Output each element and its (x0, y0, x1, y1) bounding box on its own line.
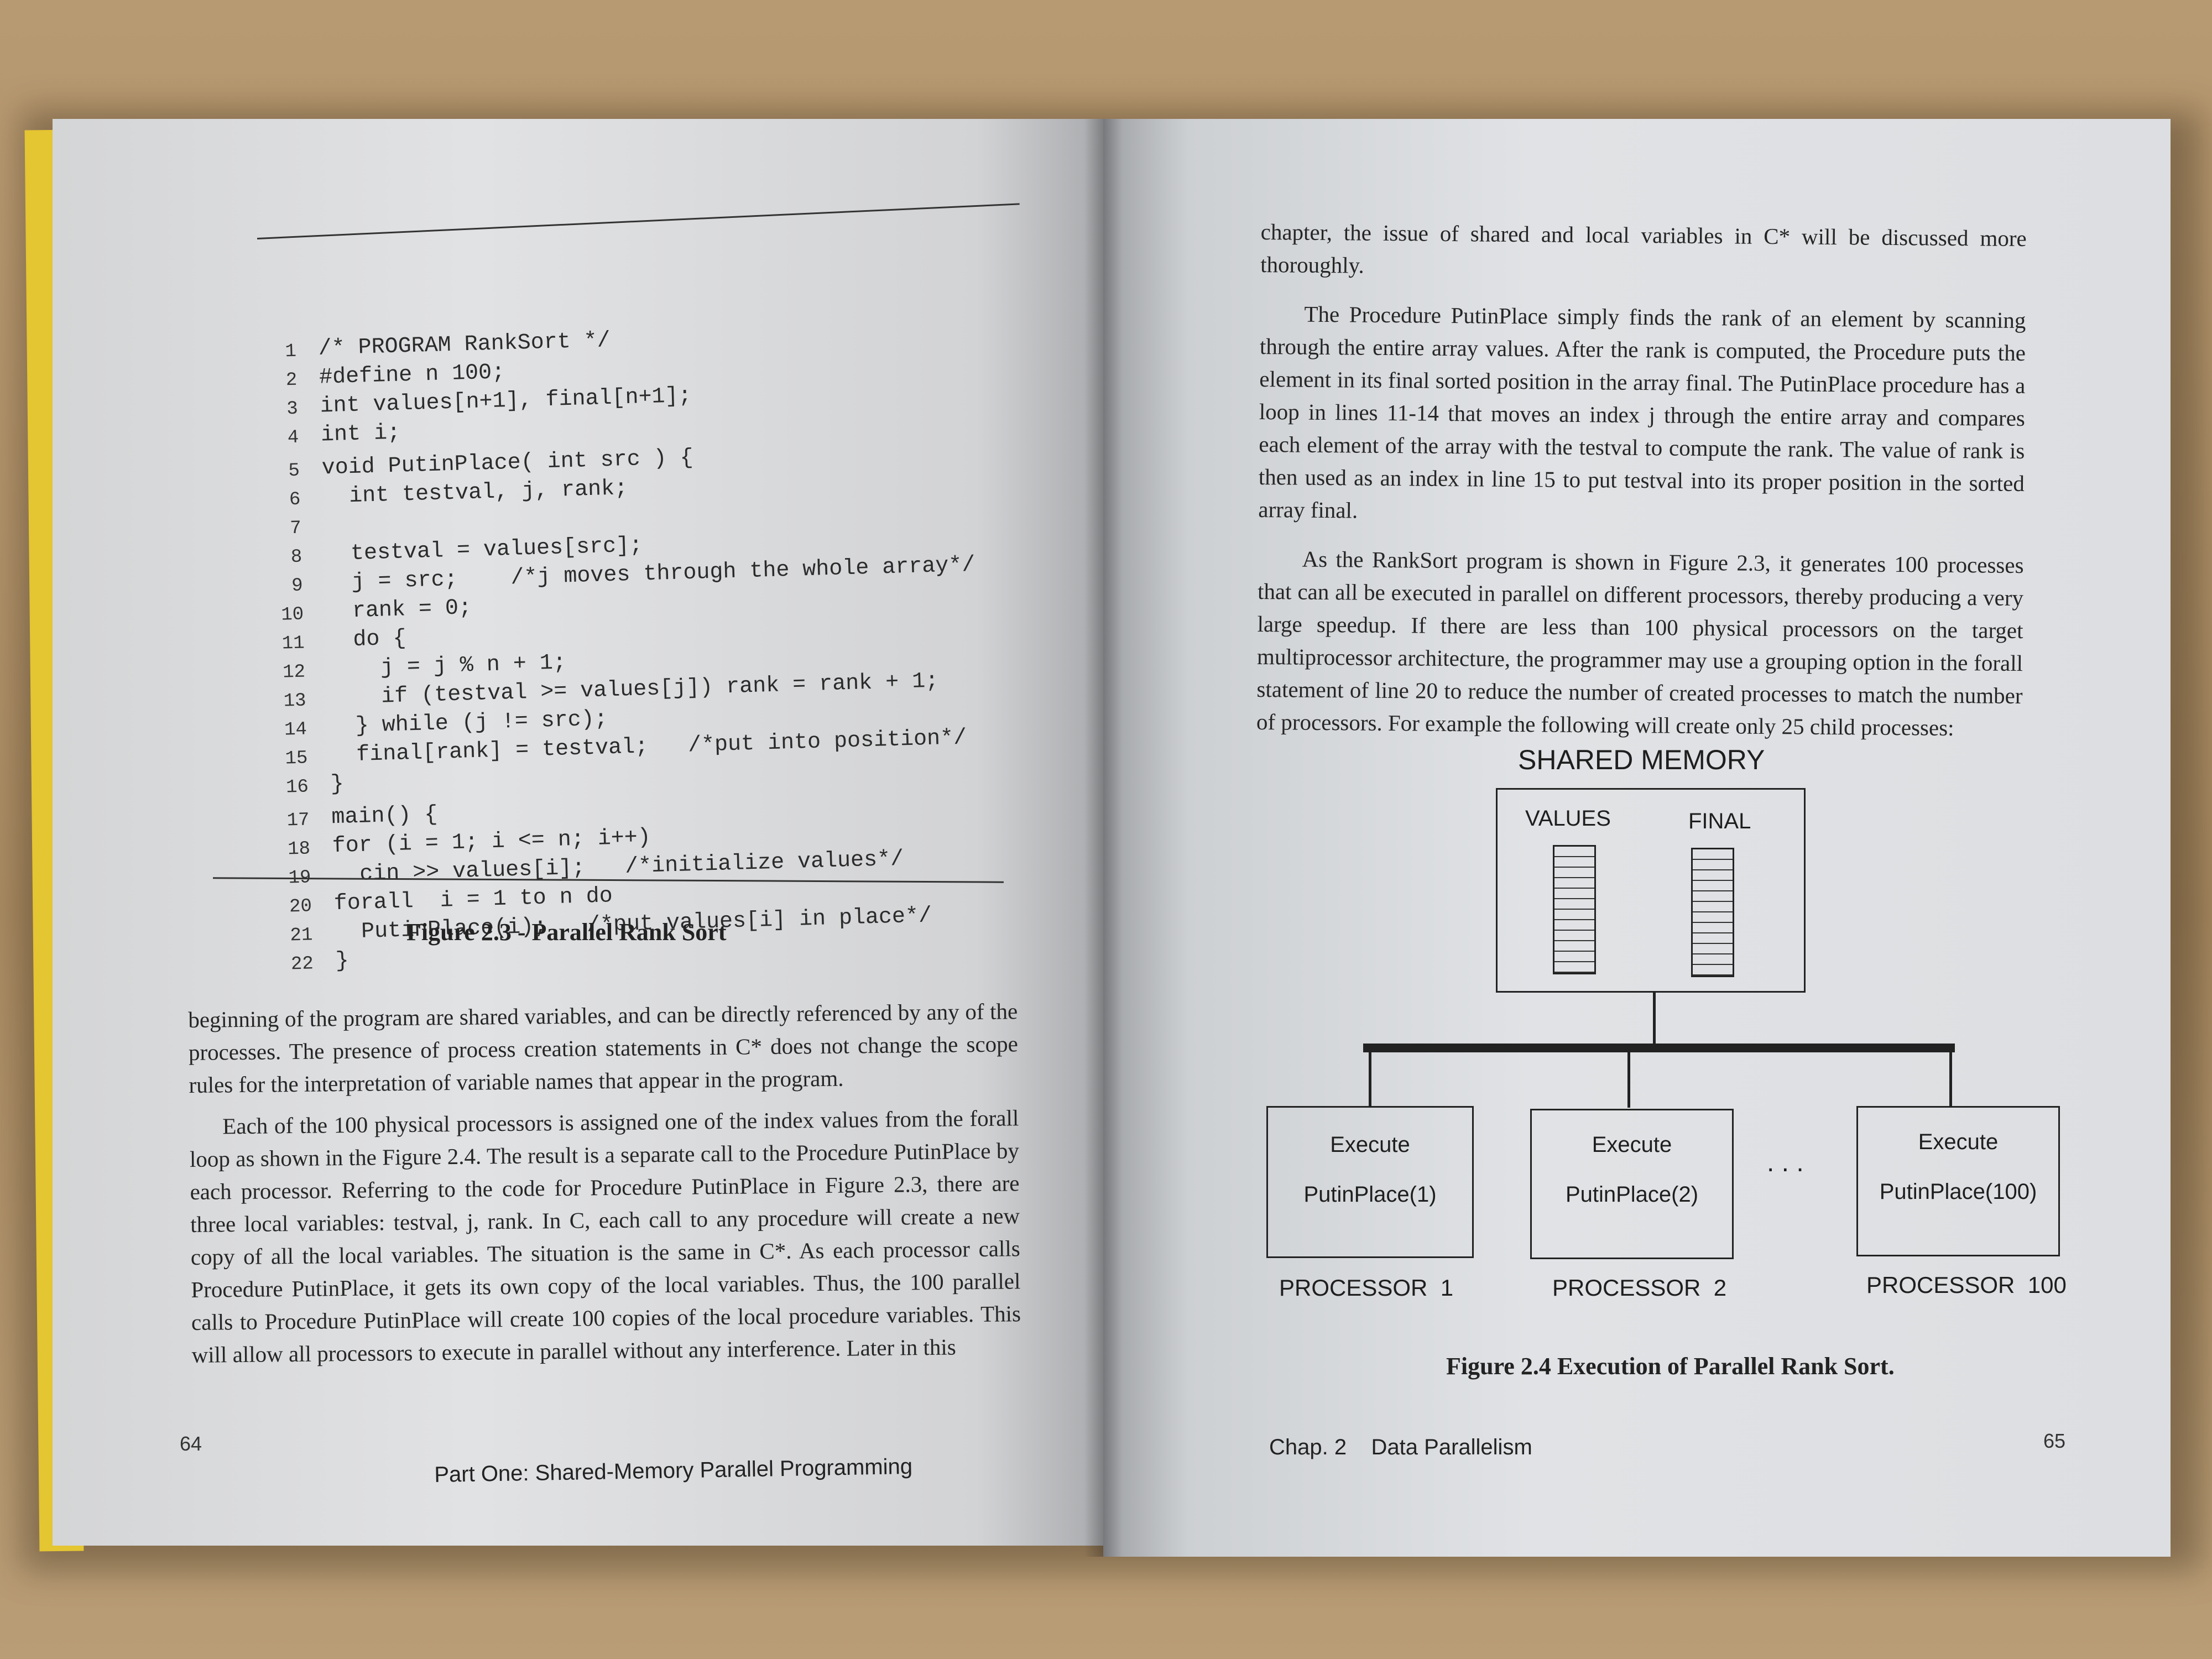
code-line-number: 10 (280, 604, 304, 626)
code-line-text: main() { (331, 802, 439, 831)
code-line-text: } (330, 771, 345, 797)
array-cell (1554, 931, 1594, 941)
processor-100-call: PutinPlace(100) (1879, 1180, 2037, 1204)
code-line-text: int i; (320, 420, 401, 448)
code-line-number: 9 (291, 575, 304, 597)
array-cell (1554, 941, 1594, 952)
processor-100-box: Execute PutinPlace(100) (1856, 1106, 2060, 1256)
figure-caption-2-4: Figure 2.4 Execution of Parallel Rank So… (1446, 1353, 1895, 1380)
book-gutter (1084, 119, 1123, 1557)
code-line-text: rank = 0; (325, 596, 472, 625)
right-page-footer: Chap. 2 Data Parallelism (1269, 1435, 1532, 1459)
array-cell (1693, 881, 1733, 891)
values-label: VALUES (1525, 806, 1611, 831)
shared-memory-diagram: SHARED MEMORY VALUES FINAL Execute Putin… (1103, 119, 2171, 1557)
code-line-number: 8 (290, 546, 302, 568)
processor-2-box: Execute PutinPlace(2) (1530, 1109, 1734, 1259)
code-line-number: 2 (285, 369, 298, 392)
bus-drop-1 (1369, 1052, 1371, 1108)
code-line-number: 18 (287, 838, 311, 860)
array-cell (1693, 891, 1733, 902)
array-cell (1554, 889, 1594, 899)
left-body-text: beginning of the program are shared vari… (188, 995, 1021, 1380)
left-paragraph-2: Each of the 100 physical processors is a… (189, 1105, 1021, 1368)
array-cell (1554, 952, 1594, 962)
final-label: FINAL (1688, 809, 1751, 833)
values-array-stack (1553, 845, 1596, 974)
code-line-number: 12 (282, 661, 306, 684)
listing-top-rule (257, 203, 1020, 239)
left-paragraph-1: beginning of the program are shared vari… (188, 998, 1019, 1098)
code-line-number: 16 (285, 776, 309, 799)
figure-caption-2-3: Figure 2.3 - Parallel Rank Sort (406, 919, 727, 946)
processor-1-box: Execute PutinPlace(1) (1266, 1106, 1474, 1258)
page-number-right: 65 (2043, 1430, 2066, 1452)
processor-100-execute: Execute (1918, 1130, 1999, 1154)
array-cell (1693, 933, 1733, 944)
array-cell (1554, 868, 1594, 878)
bus-drop-100 (1949, 1052, 1952, 1108)
code-line-number: 17 (286, 810, 310, 832)
code-line-number: 7 (289, 518, 302, 540)
array-cell (1554, 962, 1594, 973)
code-line-number: 14 (284, 719, 307, 741)
code-line-number: 11 (281, 633, 305, 655)
processor-1-call: PutinPlace(1) (1303, 1182, 1437, 1207)
code-line-number: 5 (288, 460, 300, 482)
array-cell (1693, 923, 1733, 933)
code-line-number: 1 (284, 341, 297, 363)
final-array-stack (1691, 848, 1734, 977)
array-cell (1693, 944, 1733, 954)
code-line-text: #define n 100; (319, 360, 505, 390)
processor-100-label: PROCESSOR 100 (1866, 1272, 2067, 1298)
array-cell (1554, 878, 1594, 889)
processor-1-label: PROCESSOR 1 (1279, 1275, 1454, 1301)
code-line-number: 13 (283, 690, 307, 712)
array-cell (1693, 860, 1733, 870)
left-page-footer: Part One: Shared-Memory Parallel Program… (434, 1454, 913, 1487)
shared-memory-title: SHARED MEMORY (1518, 744, 1765, 775)
processor-ellipsis: . . . (1767, 1148, 1804, 1177)
code-line-number: 3 (286, 398, 299, 420)
processor-1-execute: Execute (1330, 1133, 1410, 1157)
shared-bus (1363, 1044, 1955, 1052)
array-cell (1554, 920, 1594, 931)
processor-2-label: PROCESSOR 2 (1552, 1275, 1727, 1301)
array-cell (1693, 965, 1733, 975)
code-line-number: 22 (290, 953, 314, 975)
processor-2-execute: Execute (1592, 1133, 1672, 1157)
code-line-number: 6 (289, 489, 301, 511)
array-cell (1693, 954, 1733, 965)
memory-connector-line (1653, 993, 1656, 1048)
code-line-number: 21 (290, 925, 313, 947)
page-number-left: 64 (180, 1432, 202, 1455)
array-cell (1554, 857, 1594, 868)
bus-drop-2 (1627, 1052, 1630, 1108)
processor-2-call: PutinPlace(2) (1565, 1182, 1699, 1207)
right-page: chapter, the issue of shared and local v… (1103, 119, 2171, 1557)
array-cell (1693, 902, 1733, 912)
code-line-text: } (335, 948, 349, 974)
code-line-number: 15 (285, 748, 308, 770)
code-line-number: 20 (289, 896, 312, 918)
array-cell (1693, 849, 1733, 860)
array-cell (1554, 899, 1594, 910)
shared-memory-box: VALUES FINAL (1496, 788, 1806, 993)
code-line-number: 4 (287, 427, 299, 449)
array-cell (1693, 870, 1733, 881)
code-line-text: do { (326, 626, 407, 654)
array-cell (1554, 910, 1594, 920)
array-cell (1693, 912, 1733, 923)
array-cell (1554, 847, 1594, 857)
